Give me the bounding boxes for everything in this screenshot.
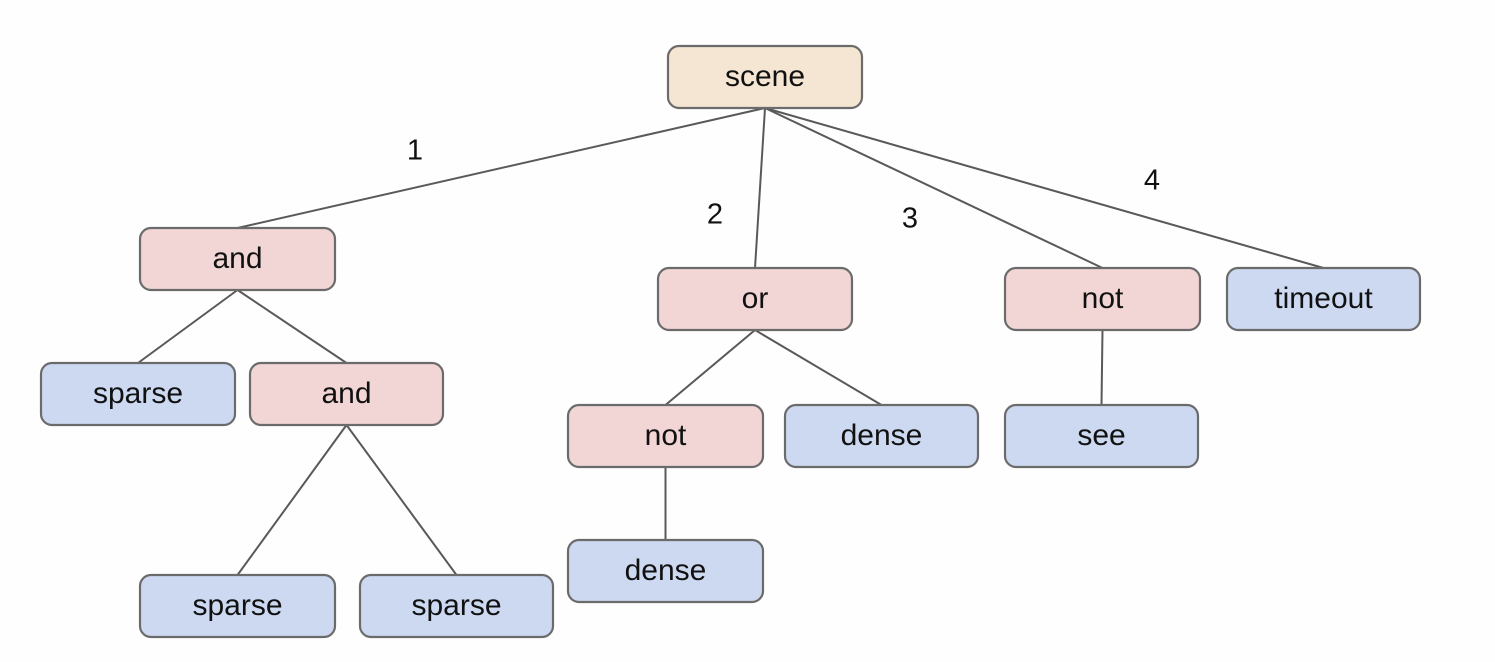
tree-edge (754, 329, 883, 406)
node-box[interactable] (666, 44, 864, 110)
node-box[interactable] (566, 538, 765, 604)
node-layer: scene and or not timeout sparse and not dense see… (39, 44, 1422, 639)
node-label: not (1082, 282, 1124, 315)
node-label: and (321, 377, 371, 410)
tree-node-not[interactable]: not (566, 403, 765, 469)
tree-node-dense[interactable]: dense (783, 403, 980, 469)
edge-label-4: 4 (1144, 165, 1160, 197)
node-box[interactable] (783, 403, 980, 469)
tree-edge (754, 107, 766, 269)
edge-layer (137, 107, 1324, 576)
node-label: dense (841, 419, 923, 452)
node-label: not (645, 419, 687, 452)
tree-edge (664, 329, 756, 406)
node-label: and (212, 242, 262, 275)
tree-node-sparse[interactable]: sparse (39, 361, 237, 427)
tree-node-and[interactable]: and (138, 226, 337, 292)
node-box[interactable] (138, 226, 337, 292)
node-box[interactable] (358, 573, 555, 639)
edge-label-3: 3 (902, 203, 918, 235)
tree-edge (236, 424, 348, 576)
node-label: scene (725, 60, 805, 93)
node-label: see (1077, 419, 1125, 452)
tree-node-timeout[interactable]: timeout (1225, 266, 1422, 332)
tree-edge (1100, 329, 1104, 406)
node-box[interactable] (1225, 266, 1422, 332)
node-label: sparse (192, 589, 282, 622)
node-box[interactable] (138, 573, 337, 639)
node-label: or (742, 282, 769, 315)
tree-node-dense[interactable]: dense (566, 538, 765, 604)
node-box[interactable] (656, 266, 854, 332)
tree-node-sparse[interactable]: sparse (138, 573, 337, 639)
node-label: timeout (1274, 282, 1373, 315)
tree-node-or[interactable]: or (656, 266, 854, 332)
edge-label-layer: 1 2 3 4 (407, 135, 1160, 235)
node-box[interactable] (566, 403, 765, 469)
node-label: sparse (411, 589, 501, 622)
tree-node-sparse[interactable]: sparse (358, 573, 555, 639)
tree-node-see[interactable]: see (1003, 403, 1200, 469)
tree-edge (764, 107, 1103, 269)
node-box[interactable] (1003, 403, 1200, 469)
node-box[interactable] (248, 361, 445, 427)
edge-label-2: 2 (707, 199, 723, 231)
tree-edge (345, 424, 458, 576)
tree-edge (764, 107, 1324, 269)
tree-node-scene[interactable]: scene (666, 44, 864, 110)
tree-node-not[interactable]: not (1003, 266, 1202, 332)
node-label: sparse (93, 377, 183, 410)
node-box[interactable] (1003, 266, 1202, 332)
tree-edge (137, 289, 239, 364)
tree-edge (237, 107, 766, 229)
node-label: dense (625, 554, 707, 587)
tree-edge (236, 289, 348, 364)
tree-node-and[interactable]: and (248, 361, 445, 427)
node-box[interactable] (39, 361, 237, 427)
edge-label-1: 1 (407, 135, 423, 167)
